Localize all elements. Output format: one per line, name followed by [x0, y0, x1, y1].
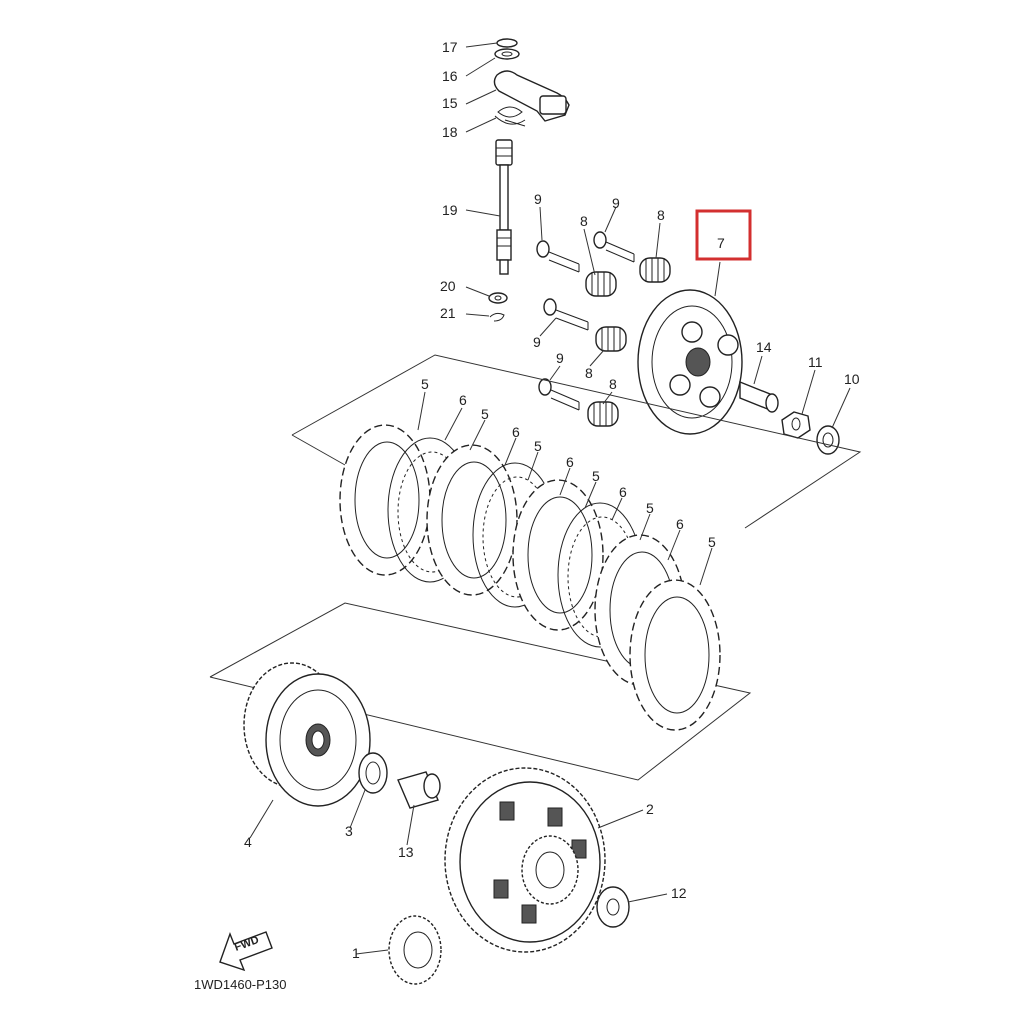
callout-labels: 1 2 3 4 5 5 5 5 5 5 6 6 6 6 6 7 8 8 8 8 …	[244, 39, 860, 961]
highlight-box	[695, 209, 752, 261]
callout-6: 6	[566, 454, 574, 470]
callout-6: 6	[512, 424, 520, 440]
nut-11	[781, 411, 811, 439]
washer-12	[596, 886, 630, 928]
callout-5: 5	[592, 468, 600, 484]
callout-15: 15	[442, 95, 458, 111]
callout-6: 6	[676, 516, 684, 532]
callout-14: 14	[756, 339, 772, 355]
leader-lines	[249, 42, 851, 955]
callout-11: 11	[808, 354, 823, 370]
friction-plates	[339, 424, 721, 731]
push-rod	[495, 139, 513, 275]
callout-2: 2	[646, 801, 654, 817]
clutch-housing	[444, 767, 606, 953]
thrust-washer-3	[358, 752, 388, 794]
callout-9: 9	[534, 191, 542, 207]
clutch-boss	[243, 662, 371, 807]
push-lever-assembly	[493, 38, 570, 127]
callout-5: 5	[421, 376, 429, 392]
callout-5: 5	[534, 438, 542, 454]
primary-drive-gear	[388, 915, 442, 985]
callout-1: 1	[352, 945, 360, 961]
friction-plate	[512, 479, 604, 631]
callout-6: 6	[459, 392, 467, 408]
callout-8: 8	[585, 365, 593, 381]
lock-washer-10	[816, 425, 840, 455]
push-pin-14	[739, 380, 779, 413]
callout-7: 7	[717, 235, 725, 251]
callout-9: 9	[533, 334, 541, 350]
spring	[587, 401, 619, 427]
callout-19: 19	[442, 202, 458, 218]
callout-20: 20	[440, 278, 456, 294]
bolts-and-springs	[536, 231, 671, 427]
circlip-21	[489, 312, 505, 322]
friction-plate	[339, 424, 431, 576]
callout-9: 9	[556, 350, 564, 366]
callout-9: 9	[612, 195, 620, 211]
callout-8: 8	[580, 213, 588, 229]
callout-17: 17	[442, 39, 458, 55]
callout-8: 8	[609, 376, 617, 392]
callout-8: 8	[657, 207, 665, 223]
spring	[595, 326, 627, 352]
callout-5: 5	[708, 534, 716, 550]
friction-plate	[629, 579, 721, 731]
callout-6: 6	[619, 484, 627, 500]
callout-4: 4	[244, 834, 252, 850]
callout-3: 3	[345, 823, 353, 839]
callout-18: 18	[442, 124, 458, 140]
plate-stack-outline	[209, 354, 862, 781]
callout-5: 5	[481, 406, 489, 422]
spring	[585, 271, 617, 297]
friction-plate	[426, 444, 518, 596]
callout-21: 21	[440, 305, 456, 321]
washer-20	[488, 292, 508, 304]
spacer-13	[397, 771, 441, 809]
forward-arrow-icon: FWD	[219, 931, 273, 972]
callout-12: 12	[671, 885, 687, 901]
spring	[639, 257, 671, 283]
callout-16: 16	[442, 68, 458, 84]
callout-10: 10	[844, 371, 860, 387]
pressure-plate	[637, 289, 743, 435]
callout-13: 13	[398, 844, 414, 860]
diagram-code: 1WD1460-P130	[194, 977, 287, 992]
callout-5: 5	[646, 500, 654, 516]
